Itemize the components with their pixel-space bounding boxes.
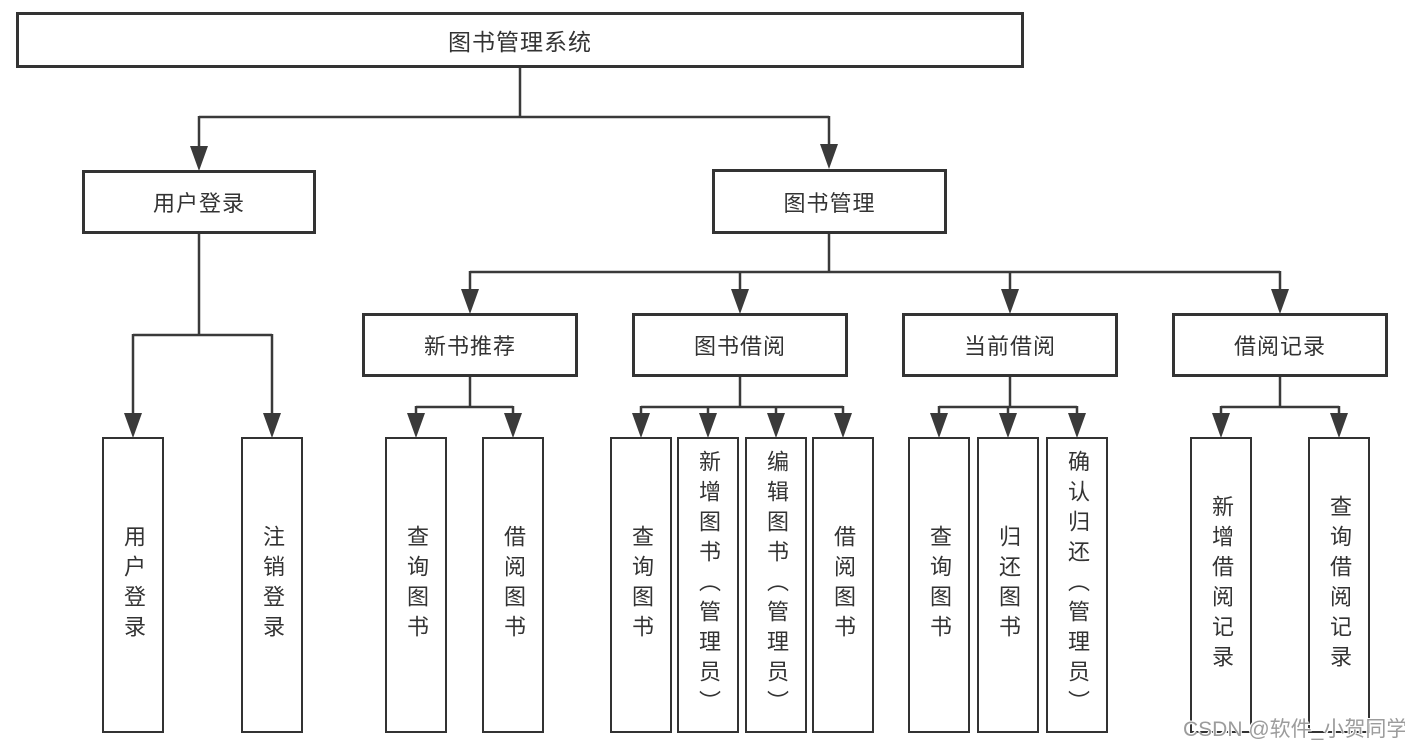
leaf-user-login: 用户登录 [102, 437, 164, 733]
node-user-login: 用户登录 [82, 170, 316, 234]
leaf-edit-books-admin: 编辑图书（管理员） [745, 437, 807, 733]
node-library-management-system: 图书管理系统 [16, 12, 1024, 68]
node-new-book-recommendation: 新书推荐 [362, 313, 578, 377]
leaf-add-books-admin: 新增图书（管理员） [677, 437, 739, 733]
watermark: CSDN @软件_小贺同学 [1183, 718, 1405, 741]
leaf-query-books-current: 查询图书 [908, 437, 970, 733]
node-borrowing-records: 借阅记录 [1172, 313, 1388, 377]
leaf-logout: 注销登录 [241, 437, 303, 733]
leaf-return-books: 归还图书 [977, 437, 1039, 733]
leaf-confirm-return-admin: 确认归还（管理员） [1046, 437, 1108, 733]
leaf-borrow-books: 借阅图书 [812, 437, 874, 733]
node-current-borrowing: 当前借阅 [902, 313, 1118, 377]
leaf-query-books-borrowing: 查询图书 [610, 437, 672, 733]
node-book-borrowing: 图书借阅 [632, 313, 848, 377]
leaf-query-books-recommendation: 查询图书 [385, 437, 447, 733]
leaf-query-borrow-record: 查询借阅记录 [1308, 437, 1370, 733]
node-book-management: 图书管理 [712, 169, 947, 234]
leaf-borrow-books-recommendation: 借阅图书 [482, 437, 544, 733]
leaf-add-borrow-record: 新增借阅记录 [1190, 437, 1252, 733]
